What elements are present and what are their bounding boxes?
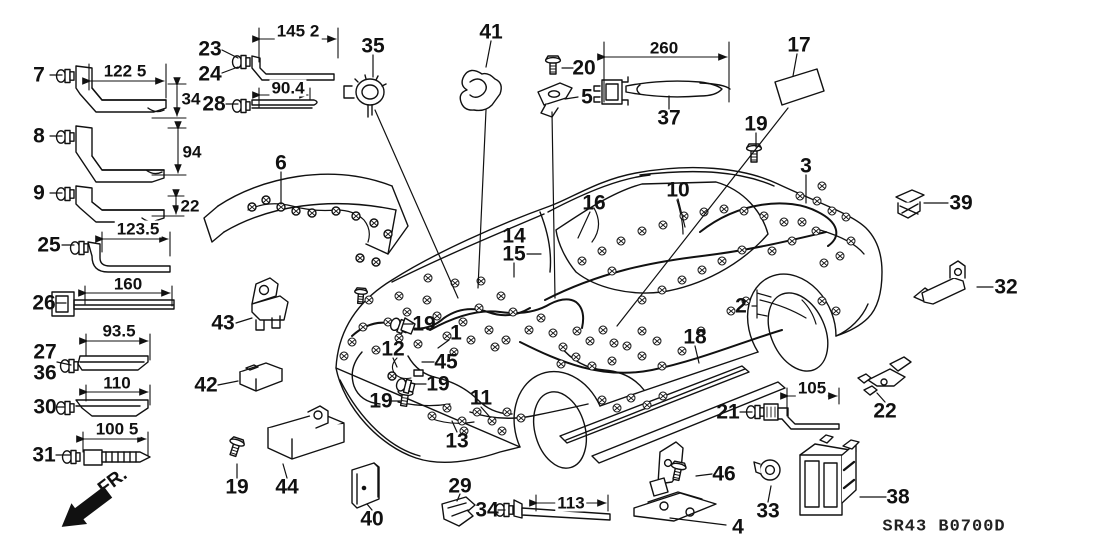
- part-40-drawing: [352, 463, 379, 508]
- part-25-drawing: [69, 240, 171, 273]
- part-21-drawing: [745, 404, 840, 429]
- clip-19-upper: [388, 315, 415, 336]
- part-38-drawing: [800, 435, 859, 515]
- part-7-drawing: [55, 66, 167, 112]
- fastener-glyphs: [353, 143, 763, 408]
- part-17-drawing: [775, 69, 824, 105]
- part-26-drawing: [52, 292, 174, 316]
- part-42-drawing: [240, 363, 282, 391]
- part-37-drawing: [594, 77, 730, 105]
- part-43-drawing: [252, 278, 288, 330]
- part-30-drawing: [55, 400, 149, 416]
- part-9-drawing: [55, 186, 165, 222]
- part-32-drawing: [914, 261, 965, 304]
- part-20-drawing: [544, 55, 562, 75]
- part-31-drawing: [61, 450, 151, 465]
- part-33-drawing: [754, 460, 780, 480]
- dimension-lines: [76, 28, 839, 511]
- part-8-drawing: [55, 126, 165, 182]
- part-41-drawing: [460, 70, 501, 110]
- part-44-drawing: [225, 406, 344, 459]
- part-28-drawing: [231, 98, 318, 114]
- part-27-36-drawing: [59, 356, 149, 374]
- car-body-outline: [336, 168, 882, 475]
- part-6-drawing: [204, 174, 408, 267]
- part-4-drawing: [634, 442, 716, 521]
- rear-wheel: [757, 284, 840, 381]
- part-45-drawing: [353, 287, 423, 376]
- part-39-drawing: [896, 190, 924, 218]
- leader-lines: [50, 41, 993, 525]
- harness-connectors: [339, 181, 856, 436]
- part-34-drawing: [494, 500, 611, 520]
- wire-harness-lines: [352, 200, 836, 423]
- part-29-drawing: [442, 497, 475, 526]
- part-5-drawing: [538, 83, 572, 117]
- front-direction-arrow: [61, 486, 113, 527]
- part-22-drawing: [858, 357, 911, 395]
- part-35-drawing: [344, 75, 386, 117]
- part-23-24-drawing: [231, 54, 335, 81]
- front-wheel: [525, 386, 595, 475]
